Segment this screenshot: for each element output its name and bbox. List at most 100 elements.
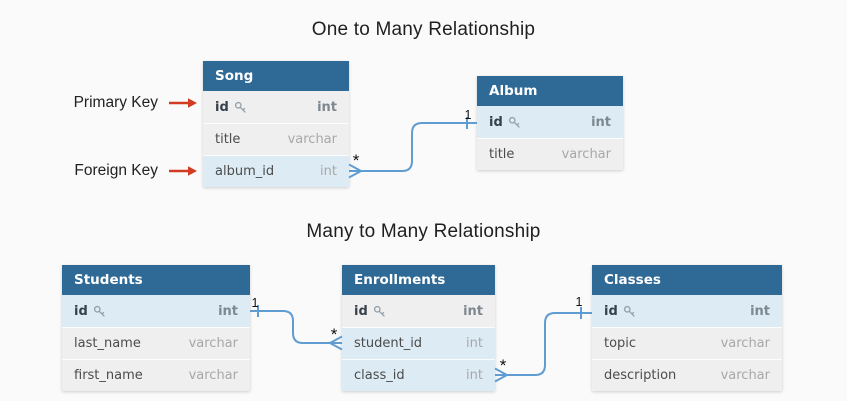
cardinality-many-label: *: [500, 356, 507, 375]
field-type: varchar: [720, 368, 770, 383]
field-type: int: [591, 114, 611, 130]
table-header: Song: [203, 61, 349, 91]
table-row: topic varchar: [592, 327, 782, 359]
field-name-text: id: [604, 303, 618, 319]
table-row: first_name varchar: [62, 359, 250, 391]
primary-key-icon: [234, 101, 246, 113]
field-name-text: first_name: [74, 368, 143, 383]
field-name-text: class_id: [354, 368, 405, 383]
relationship-song-album: * 1: [348, 108, 477, 179]
table-row: description varchar: [592, 359, 782, 391]
field-name: last_name: [74, 336, 141, 351]
field-type: varchar: [720, 336, 770, 351]
field-name: title: [489, 147, 514, 162]
table-rows: id int title varchar album_id int: [203, 91, 349, 187]
table-rows: id int last_name varchar first_name varc…: [62, 295, 250, 391]
field-name: id: [215, 100, 247, 115]
table-header: Album: [477, 76, 623, 106]
field-name-text: id: [74, 303, 88, 319]
cardinality-many-label: *: [331, 325, 338, 344]
relationship-students-enrollments: 1 *: [250, 296, 343, 351]
table-row: title varchar: [477, 138, 623, 170]
table-rows: id int topic varchar description varchar: [592, 295, 782, 391]
relationship-enrollments-classes: * 1: [494, 295, 592, 383]
cardinality-one-label: 1: [252, 296, 259, 310]
field-name-text: title: [215, 132, 241, 147]
table-row: album_id int: [203, 155, 349, 187]
field-name-text: album_id: [215, 164, 275, 179]
primary-key-icon: [623, 305, 635, 317]
field-name-text: title: [489, 147, 515, 162]
table-name: Album: [489, 83, 538, 99]
foreign-key-arrow-icon: [169, 166, 197, 176]
field-type: int: [466, 368, 483, 383]
field-type: int: [466, 336, 483, 351]
table-row: id int: [62, 295, 250, 327]
table-name: Classes: [604, 272, 661, 288]
table-name: Song: [215, 68, 254, 84]
field-name: id: [74, 304, 106, 319]
field-name: id: [604, 304, 636, 319]
primary-key-icon: [508, 116, 520, 128]
table-row: id int: [203, 91, 349, 123]
table-row: title varchar: [203, 123, 349, 155]
relationship-line: [507, 312, 592, 376]
table-header: Classes: [592, 265, 782, 295]
table-row: class_id int: [342, 359, 495, 391]
foreign-key-annotation: Foreign Key: [74, 162, 158, 179]
table-name: Students: [74, 272, 143, 288]
section-title-one-to-many: One to Many Relationship: [311, 19, 536, 40]
table-row: id int: [477, 106, 623, 138]
field-name-text: description: [604, 368, 677, 383]
field-name-text: topic: [604, 336, 637, 351]
field-name: id: [489, 115, 521, 130]
table-rows: id int title varchar: [477, 106, 623, 170]
table-song[interactable]: Song id int title varchar album_id int: [203, 61, 349, 187]
field-name: class_id: [354, 368, 405, 383]
primary-key-annotation: Primary Key: [73, 94, 158, 111]
table-name: Enrollments: [354, 272, 446, 288]
crow-foot-icon: [329, 335, 343, 351]
table-row: id int: [592, 295, 782, 327]
primary-key-icon: [93, 305, 105, 317]
table-row: id int: [342, 295, 495, 327]
cardinality-one-label: 1: [576, 295, 583, 309]
field-name: id: [354, 304, 386, 319]
table-enrollments[interactable]: Enrollments id int student_id int class_…: [342, 265, 495, 391]
table-students[interactable]: Students id int last_name varchar first_…: [62, 265, 250, 391]
field-type: varchar: [287, 132, 337, 147]
section-title-many-to-many: Many to Many Relationship: [306, 221, 541, 242]
table-row: student_id int: [342, 327, 495, 359]
cardinality-many-label: *: [353, 151, 360, 170]
field-name-text: id: [215, 99, 229, 115]
crow-foot-icon: [494, 367, 508, 383]
table-rows: id int student_id int class_id int: [342, 295, 495, 391]
cardinality-one-label: 1: [465, 108, 472, 122]
crow-foot-icon: [348, 163, 362, 179]
table-row: last_name varchar: [62, 327, 250, 359]
field-type: varchar: [561, 147, 611, 162]
field-type: int: [750, 303, 770, 319]
field-name: description: [604, 368, 676, 383]
field-name: first_name: [74, 368, 143, 383]
table-header: Students: [62, 265, 250, 295]
field-name-text: student_id: [354, 336, 423, 351]
table-classes[interactable]: Classes id int topic varchar description…: [592, 265, 782, 391]
field-type: int: [463, 303, 483, 319]
primary-key-arrow-icon: [169, 98, 197, 108]
field-type: varchar: [188, 336, 238, 351]
field-type: int: [320, 164, 337, 179]
field-name: student_id: [354, 336, 422, 351]
field-name-text: id: [354, 303, 368, 319]
field-name: title: [215, 132, 240, 147]
relationship-line: [250, 310, 330, 344]
field-name: album_id: [215, 164, 274, 179]
primary-key-icon: [373, 305, 385, 317]
table-header: Enrollments: [342, 265, 495, 295]
field-type: int: [317, 99, 337, 115]
field-name-text: last_name: [74, 336, 141, 351]
table-album[interactable]: Album id int title varchar: [477, 76, 623, 170]
field-name: topic: [604, 336, 636, 351]
field-name-text: id: [489, 114, 503, 130]
